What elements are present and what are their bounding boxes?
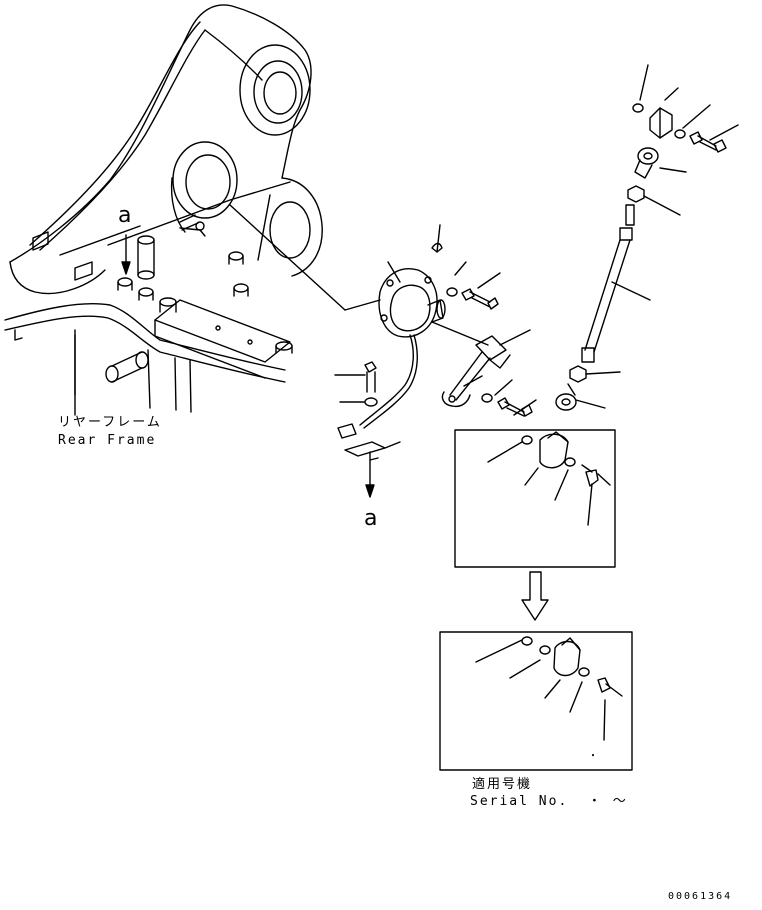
callout-arrow-top xyxy=(122,235,130,274)
rear-frame-bracket xyxy=(5,5,345,412)
drawing-number: 00061364 xyxy=(668,891,733,902)
inset-box-after xyxy=(440,632,632,770)
rear-frame-label-en: Rear Frame xyxy=(58,433,157,448)
inset-box-before xyxy=(455,430,615,567)
lever-assembly xyxy=(432,322,536,416)
callout-arrow-bottom xyxy=(366,460,374,497)
serial-label-en: Serial No. ・ ～ xyxy=(470,794,628,809)
callout-label-top: a xyxy=(118,203,132,228)
sensor-assembly xyxy=(335,225,500,460)
flow-arrow-icon xyxy=(522,572,548,620)
rod-assembly xyxy=(556,65,738,410)
inset-dot: ・ xyxy=(588,751,600,762)
serial-label-jp: 適用号機 xyxy=(472,777,533,792)
rear-frame-label-jp: リヤーフレーム xyxy=(58,415,162,430)
callout-label-bottom: a xyxy=(364,506,378,531)
